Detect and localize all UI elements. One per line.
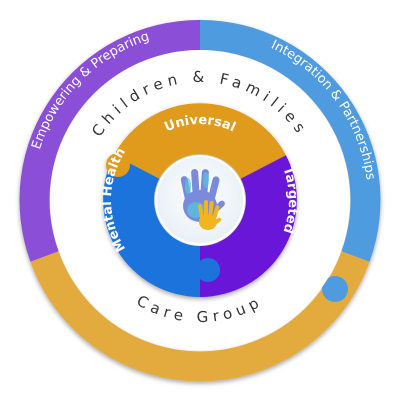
outer-ring (19, 19, 381, 382)
center-badge (155, 155, 245, 245)
inner-ring (103, 103, 297, 297)
segment-wellbeing-recovery (30, 251, 370, 382)
puzzle-knob (200, 22, 226, 48)
segment-targeted (200, 155, 297, 297)
puzzle-knob (250, 141, 274, 165)
segment-universal (114, 103, 286, 179)
puzzle-knob (106, 153, 130, 177)
handprint-icon (180, 168, 225, 230)
label-universal: Universal (162, 113, 237, 135)
puzzle-knob (322, 276, 348, 302)
puzzle-knob (196, 258, 220, 282)
puzzle-knob (39, 259, 65, 285)
segment-empowering-preparing (19, 19, 200, 262)
segment-mental-health (103, 155, 200, 297)
